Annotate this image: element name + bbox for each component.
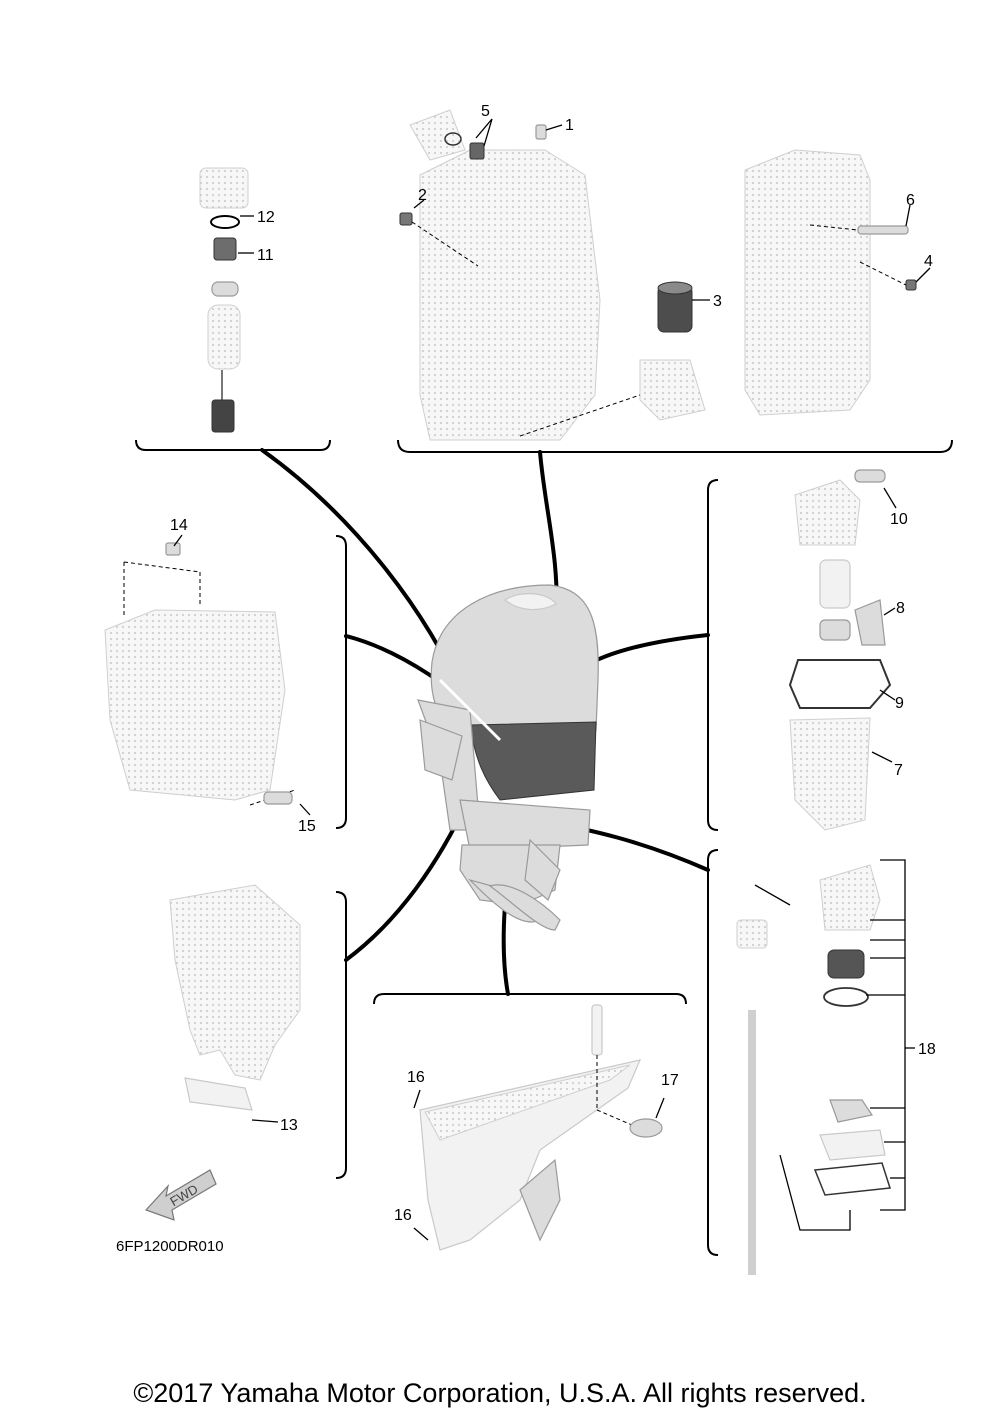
callout-labels: 1 2 3 4 5 6 7 8 9 10 11 12 13 14 15 16 1…	[170, 103, 936, 1224]
copyright-notice: ©2017 Yamaha Motor Corporation, U.S.A. A…	[133, 1378, 867, 1408]
callout-14: 14	[170, 517, 188, 534]
exhaust-guide	[169, 884, 301, 1123]
callout-5: 5	[481, 103, 490, 120]
fuel-pump-assembly	[788, 469, 897, 831]
callout-7: 7	[894, 762, 903, 779]
lower-unit	[413, 1004, 665, 1251]
callout-12: 12	[257, 209, 275, 226]
callout-17: 17	[661, 1072, 679, 1089]
callout-3: 3	[713, 293, 722, 310]
callout-8: 8	[896, 600, 905, 617]
diagram-code: 6FP1200DR010	[116, 1238, 224, 1255]
cylinder-head	[744, 149, 931, 416]
callout-4: 4	[924, 253, 933, 270]
callout-18: 18	[918, 1041, 936, 1058]
callout-6: 6	[906, 192, 915, 209]
fuel-filter-assembly	[199, 167, 254, 433]
water-pump-kit	[736, 859, 915, 1275]
callout-11: 11	[257, 247, 274, 264]
engine-block-top	[399, 109, 710, 441]
callout-16-bottom: 16	[394, 1207, 412, 1224]
callout-9: 9	[895, 695, 904, 712]
outboard-engine	[417, 584, 599, 931]
fwd-arrow: FWD	[144, 1169, 217, 1221]
callout-2: 2	[418, 187, 427, 204]
callout-15: 15	[298, 818, 316, 835]
callout-16-top: 16	[407, 1069, 425, 1086]
callout-13: 13	[280, 1117, 298, 1134]
callout-1: 1	[565, 117, 574, 134]
callout-10: 10	[890, 511, 908, 528]
upper-case-assembly	[104, 534, 311, 816]
section-brackets	[135, 439, 953, 1256]
